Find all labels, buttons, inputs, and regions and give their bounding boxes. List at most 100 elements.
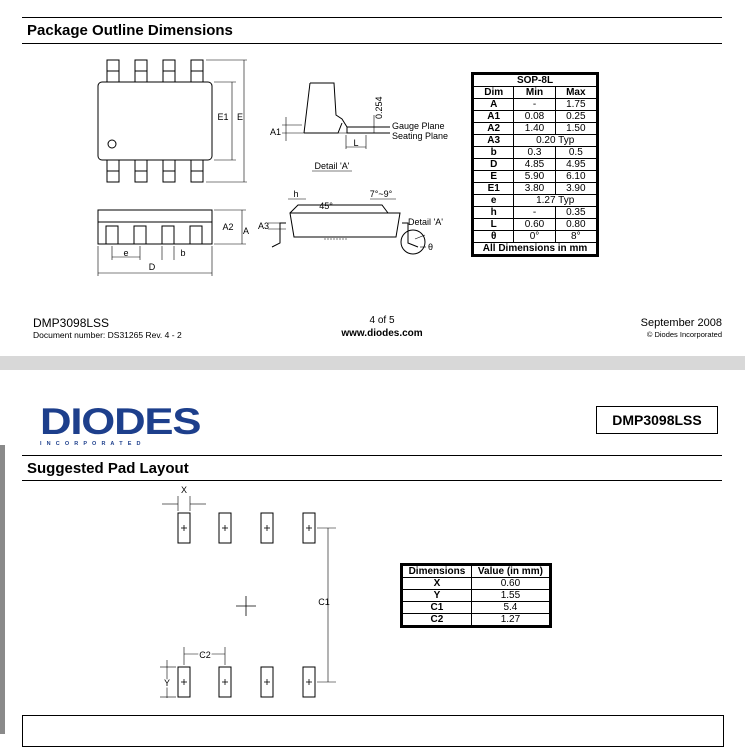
cell-min: 4.85 bbox=[513, 158, 556, 171]
cell-min: 0.3 bbox=[513, 146, 556, 159]
label-a1: A1 bbox=[270, 127, 281, 137]
pad-cell-dim: X bbox=[402, 577, 472, 590]
footer-website: www.diodes.com bbox=[341, 328, 423, 339]
label-a3: A3 bbox=[258, 221, 269, 231]
section-title-pad-layout: Suggested Pad Layout bbox=[27, 460, 189, 477]
header-min: Min bbox=[513, 86, 556, 99]
cell-dim: θ bbox=[472, 230, 515, 243]
cell-min: - bbox=[513, 98, 556, 111]
pad-cell-dim: C1 bbox=[402, 601, 472, 614]
label-b: b bbox=[180, 248, 185, 258]
label-c1: C1 bbox=[318, 597, 330, 607]
header-max: Max bbox=[554, 86, 598, 99]
cell-min: 1.40 bbox=[513, 122, 556, 135]
diodes-logo: DIODES I N C O R P O R A T E D bbox=[40, 403, 201, 447]
logo-wordmark: DIODES bbox=[40, 401, 201, 442]
cell-dim: L bbox=[472, 218, 515, 231]
lead-profile-drawing: A1 0.254 Gauge Plane Seating Plane L Det… bbox=[270, 82, 448, 172]
cell-max: 1.75 bbox=[554, 98, 598, 111]
top-rule-page2 bbox=[22, 455, 722, 456]
label-gauge-plane: Gauge Plane bbox=[392, 121, 445, 131]
label-pitch-e: e bbox=[123, 248, 128, 258]
label-e1: E1 bbox=[217, 112, 228, 122]
part-number-box: DMP3098LSS bbox=[596, 406, 718, 434]
cell-min: - bbox=[513, 206, 556, 219]
table-row: h-0.35 bbox=[472, 206, 598, 219]
pad-cell-value: 1.55 bbox=[470, 589, 551, 602]
label-a: A bbox=[243, 226, 249, 236]
label-c2: C2 bbox=[199, 650, 211, 660]
page-separator bbox=[0, 356, 745, 370]
pad-cell-value: 1.27 bbox=[470, 613, 551, 626]
cell-max: 0.80 bbox=[554, 218, 598, 231]
cell-dim: A1 bbox=[472, 110, 515, 123]
cell-typ: 1.27 Typ bbox=[513, 194, 597, 207]
cell-min: 3.80 bbox=[513, 182, 556, 195]
label-d: D bbox=[149, 262, 156, 272]
cell-max: 3.90 bbox=[554, 182, 598, 195]
label-y: Y bbox=[164, 678, 170, 688]
label-l: L bbox=[353, 138, 358, 148]
label-a2: A2 bbox=[222, 222, 233, 232]
label-detail-a: Detail 'A' bbox=[315, 161, 350, 171]
cell-min: 0.08 bbox=[513, 110, 556, 123]
cell-dim: A2 bbox=[472, 122, 515, 135]
front-view-drawing: A2 A e b D bbox=[97, 209, 249, 276]
label-seating-plane: Seating Plane bbox=[392, 131, 448, 141]
footer-document-number: Document number: DS31265 Rev. 4 - 2 bbox=[33, 330, 182, 340]
footer-date: September 2008 bbox=[640, 317, 722, 329]
table-title: SOP-8L bbox=[473, 74, 597, 87]
cell-max: 8° bbox=[554, 230, 598, 243]
section-rule bbox=[22, 43, 722, 44]
cell-max: 0.35 bbox=[554, 206, 598, 219]
label-45deg: 45° bbox=[319, 201, 333, 211]
cell-min: 0.60 bbox=[513, 218, 556, 231]
logo-subtext: I N C O R P O R A T E D bbox=[40, 441, 143, 447]
label-angle-range: 7°~9° bbox=[370, 189, 393, 199]
cell-max: 0.5 bbox=[554, 146, 598, 159]
header-dim: Dim bbox=[472, 86, 515, 99]
cell-dim: E bbox=[472, 170, 515, 183]
cell-dim: e bbox=[472, 194, 515, 207]
cell-dim: A bbox=[472, 98, 515, 111]
pad-cell-dim: Y bbox=[402, 589, 472, 602]
cell-dim: b bbox=[472, 146, 515, 159]
cell-dim: E1 bbox=[472, 182, 515, 195]
end-view-drawing: A3 h 45° 7°~9° Detail 'A' θ bbox=[258, 189, 443, 255]
pad-cell-dim: C2 bbox=[402, 613, 472, 626]
section-title-outline: Package Outline Dimensions bbox=[27, 22, 233, 39]
cell-typ: 0.20 Typ bbox=[513, 134, 597, 147]
cell-max: 6.10 bbox=[554, 170, 598, 183]
top-rule bbox=[22, 17, 722, 18]
label-e: E bbox=[237, 112, 243, 122]
cell-min: 0° bbox=[513, 230, 556, 243]
cell-max: 0.25 bbox=[554, 110, 598, 123]
footer-part-number: DMP3098LSS bbox=[33, 316, 110, 330]
pad-layout-drawing: X C1 C2 Y bbox=[160, 485, 336, 698]
footer-copyright: © Diodes Incorporated bbox=[646, 330, 722, 339]
label-x: X bbox=[181, 485, 187, 495]
cell-dim: A3 bbox=[472, 134, 515, 147]
cell-dim: D bbox=[472, 158, 515, 171]
cell-max: 4.95 bbox=[554, 158, 598, 171]
section-rule-page2 bbox=[22, 480, 722, 481]
label-detail-a-callout: Detail 'A' bbox=[408, 217, 443, 227]
pad-header-dimensions: Dimensions bbox=[402, 565, 472, 578]
pad-cell-value: 5.4 bbox=[470, 601, 551, 614]
